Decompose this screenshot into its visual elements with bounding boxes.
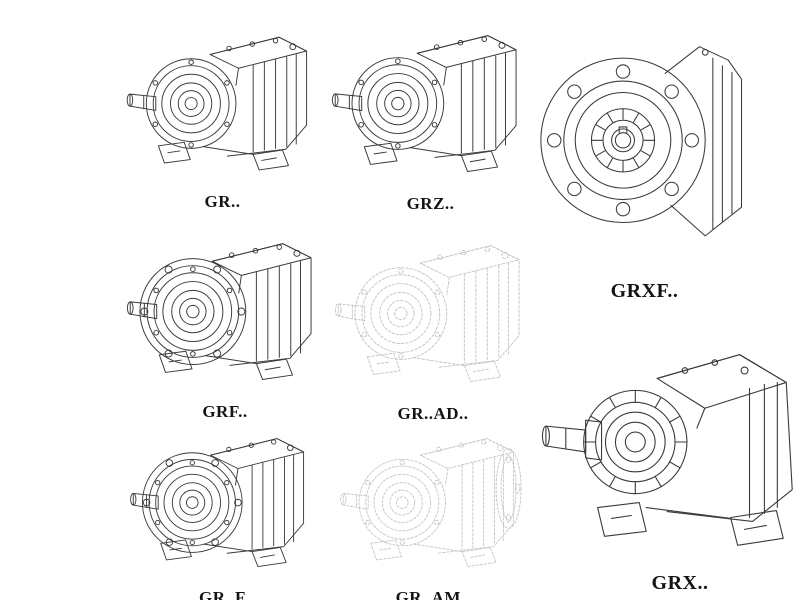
- gearbox-figure-grf: GRF..: [120, 226, 330, 422]
- gearbox-drawing-gr-ad: [331, 228, 536, 400]
- gearbox-figure-gr-am: GR..AM..: [328, 422, 538, 600]
- gearbox-figure-grz: GRZ..: [328, 18, 533, 214]
- gearbox-figure-gr: GR..: [120, 20, 325, 212]
- gearbox-label-gr-am: GR..AM..: [395, 588, 471, 600]
- gearbox-label-grxf: GRXF..: [610, 280, 679, 302]
- gearbox-figure-gr-f: GR..F: [120, 422, 325, 600]
- gearbox-drawing-gr: [123, 20, 323, 188]
- gearbox-label-gr-ad: GR..AD..: [397, 404, 469, 423]
- gearbox-label-grf: GRF..: [202, 402, 248, 421]
- gearbox-drawing-grz: [328, 18, 533, 190]
- gearbox-drawing-gr-am: [332, 422, 534, 584]
- gearbox-figure-gr-ad: GR..AD..: [328, 228, 538, 424]
- gearbox-drawing-grf: [123, 226, 328, 398]
- gearbox-label-gr: GR..: [204, 192, 241, 211]
- gearbox-drawing-grxf: [534, 18, 756, 276]
- gearbox-drawing-gr-f: [124, 422, 322, 584]
- gearbox-label-grx: GRX..: [651, 572, 709, 594]
- gearbox-label-gr-f: GR..F: [199, 588, 246, 600]
- gearbox-label-grz: GRZ..: [406, 194, 455, 213]
- gearbox-drawing-grx: [536, 318, 800, 568]
- gearbox-figure-grx: GRX..: [535, 318, 800, 595]
- gearbox-figure-grxf: GRXF..: [532, 18, 757, 303]
